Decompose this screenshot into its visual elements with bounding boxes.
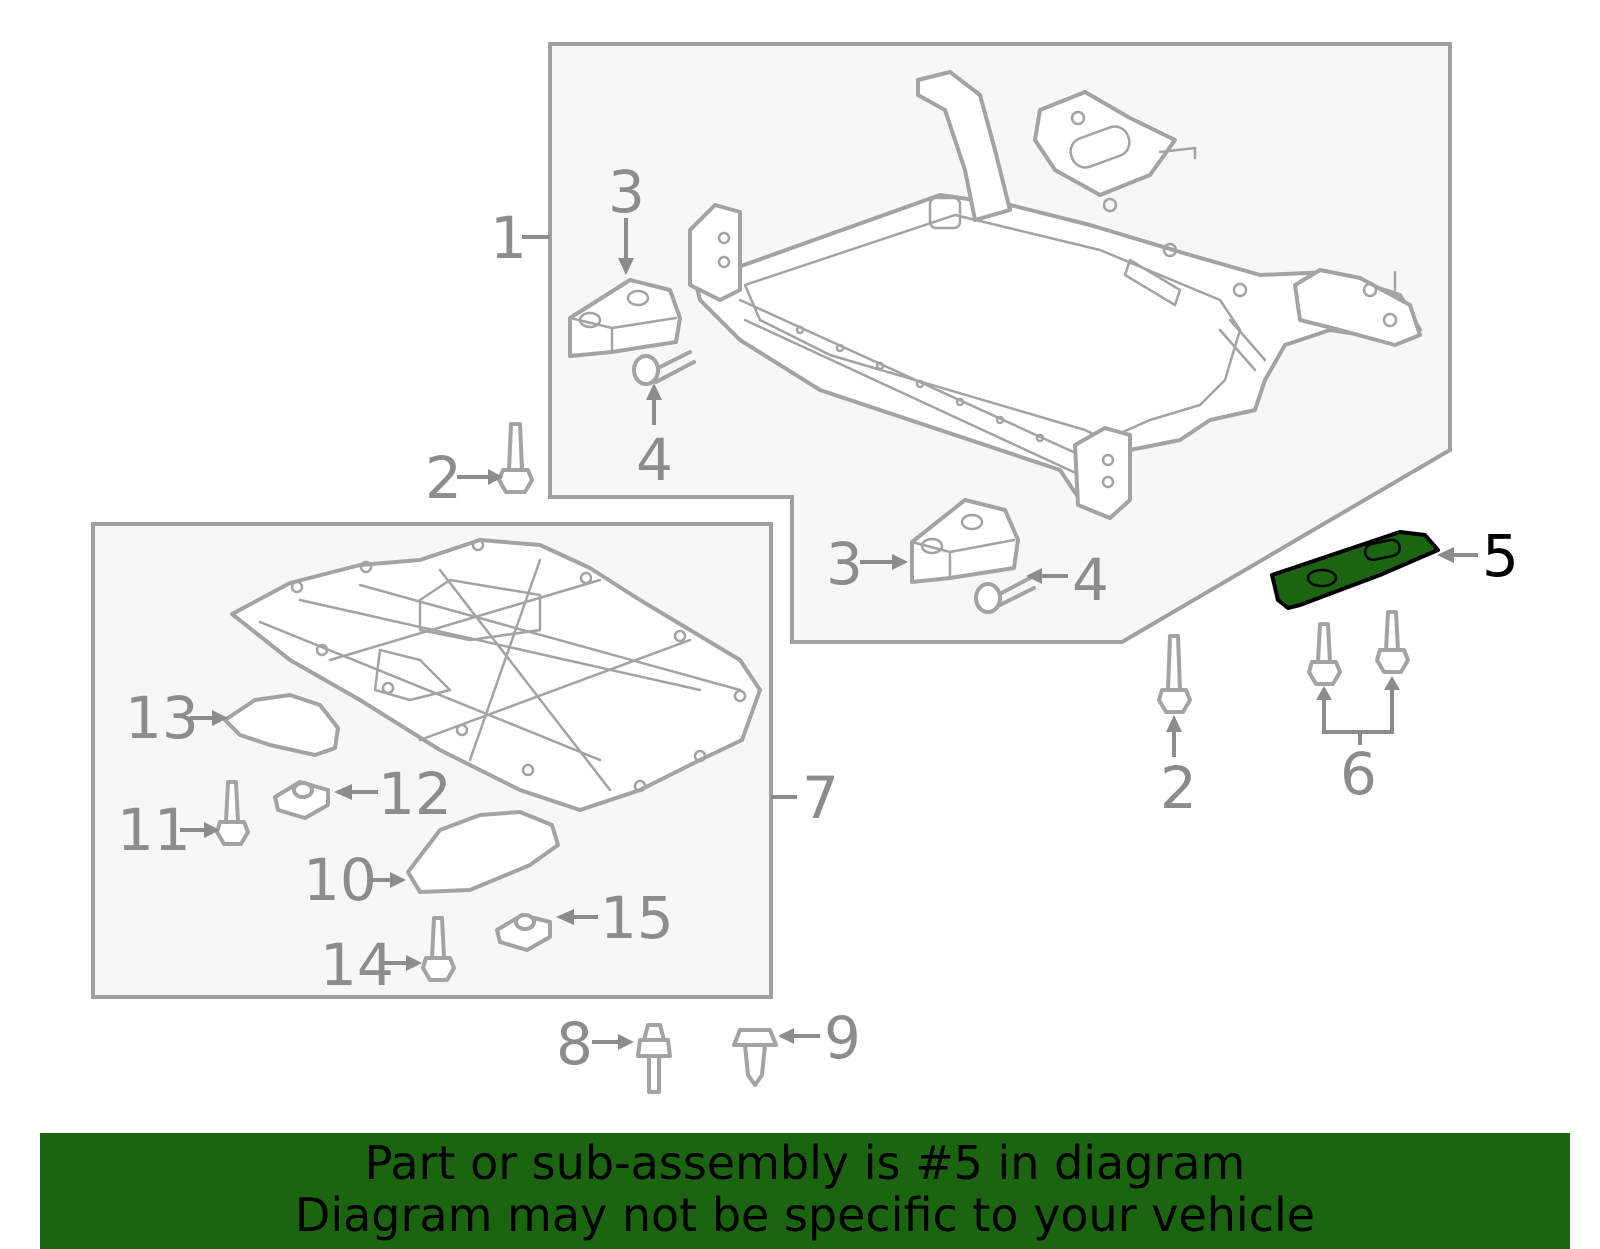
info-banner: Part or sub-assembly is #5 in diagram Di… xyxy=(40,1133,1570,1249)
part-14-bolt xyxy=(421,916,456,982)
callout-5: 5 xyxy=(1482,522,1519,590)
callout-4-lower: 4 xyxy=(1072,546,1109,614)
callout-14: 14 xyxy=(320,931,394,999)
callout-2-left: 2 xyxy=(425,444,462,512)
bolts-6 xyxy=(1307,610,1410,745)
part-9-clip xyxy=(732,1028,778,1087)
callout-11: 11 xyxy=(117,796,191,864)
callout-7: 7 xyxy=(802,764,839,832)
callout-9: 9 xyxy=(824,1004,861,1072)
leader-lines xyxy=(180,218,1478,1050)
callout-4-upper: 4 xyxy=(636,426,673,494)
callout-8: 8 xyxy=(556,1010,593,1078)
bolt-4-lower xyxy=(974,576,1036,614)
mount-bracket-upper xyxy=(568,278,682,358)
banner-line-1: Part or sub-assembly is #5 in diagram xyxy=(364,1136,1246,1190)
part-5-bracket-highlighted xyxy=(1270,530,1440,610)
callout-10: 10 xyxy=(303,846,377,914)
callout-3-upper: 3 xyxy=(608,158,645,226)
part-10-cover xyxy=(406,810,560,894)
part-15-nut xyxy=(495,913,552,952)
callout-12: 12 xyxy=(378,760,452,828)
mount-bracket-lower xyxy=(910,498,1020,584)
part-8-bolt xyxy=(636,1023,672,1094)
callout-3-lower: 3 xyxy=(826,530,863,598)
part-11-bolt xyxy=(215,780,250,846)
callout-6: 6 xyxy=(1340,740,1377,808)
bolt-4-upper xyxy=(632,350,696,386)
callout-13: 13 xyxy=(125,684,199,752)
banner-line-2: Diagram may not be specific to your vehi… xyxy=(294,1188,1316,1242)
crossmember-subframe xyxy=(688,70,1422,520)
part-13-shield xyxy=(223,693,340,757)
callout-2-right: 2 xyxy=(1160,754,1197,822)
engine-undercover xyxy=(230,538,762,812)
callout-15: 15 xyxy=(600,884,674,952)
bolt-2-left xyxy=(497,422,534,494)
part-12-nut xyxy=(273,780,330,820)
bolt-2-right xyxy=(1157,634,1192,714)
callout-1: 1 xyxy=(490,204,527,272)
